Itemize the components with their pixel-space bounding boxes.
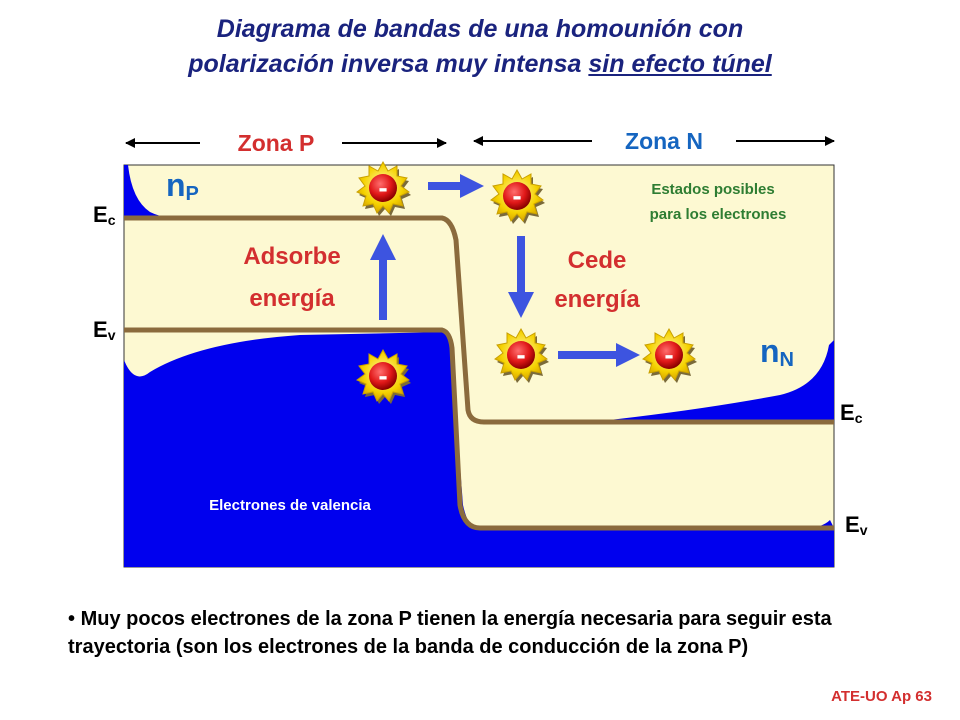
nn-label: nN [760,333,794,371]
band-diagram: Zona P Zona N nP nN Ec Ev Ec Ev Estados … [93,128,868,568]
np-label-main: n [166,167,186,203]
bullet-point: • Muy pocos electrones de la zona P tien… [68,605,898,661]
trajectory-arrow-down [508,236,534,318]
adsorbe-label-line-1: Adsorbe [243,243,340,270]
np-label-sub: P [186,183,199,205]
electron-sign: - [516,339,525,370]
ec-label-n-main: E [840,400,855,425]
nn-label-main: n [760,333,780,369]
ec-label-p-main: E [93,202,108,227]
ev-label-n-main: E [845,512,860,537]
electron-conduction-n-top: - [490,169,546,225]
electron-conduction-n-mid: - [494,328,550,384]
title-line-1: Diagrama de bandas de una homounión con [216,15,744,43]
title-line-2: polarización inversa muy intensa sin efe… [0,47,960,82]
nn-label-sub: N [780,349,794,371]
electron-sign: - [378,172,387,203]
cede-label-line-2: energía [554,286,640,313]
bullet-text: Muy pocos electrones de la zona P tienen… [68,608,832,658]
cede-label-line-1: Cede [568,247,627,274]
electron-valence: - [356,349,412,405]
electron-conduction-n-right: - [642,328,698,384]
ev-label-p-main: E [93,317,108,342]
ev-label-n: Ev [845,512,868,538]
ec-label-p-sub: c [108,212,116,228]
title-line-2-start: polarización inversa muy intensa [188,50,589,78]
np-label: nP [166,167,199,205]
zona-p-label: Zona P [238,130,315,156]
valence-band-edge [124,327,834,531]
trajectory-arrow-up [370,234,396,320]
ec-label-p: Ec [93,202,116,228]
bullet-dot: • [68,608,76,630]
conduction-band-edge [124,215,834,425]
ec-label-n: Ec [840,400,863,426]
estados-label-line-2: para los electrones [650,206,787,223]
title-underlined: sin efecto túnel [588,50,772,78]
ec-label-n-sub: c [855,410,863,426]
slide-footer: ATE-UO Ap 63 [831,688,932,705]
ev-label-n-sub: v [860,522,868,538]
ev-label-p-sub: v [108,327,116,343]
slide-title: Diagrama de bandas de una homounión con … [0,12,960,82]
zona-n-label: Zona N [625,128,703,154]
np-electron-distribution [124,165,170,218]
ev-label-p: Ev [93,317,116,343]
trajectory-arrow-right-top [428,174,484,198]
electron-conduction-p: - [356,161,412,217]
adsorbe-label-line-2: energía [249,285,335,312]
nn-electron-distribution [600,340,834,421]
valence-electrons-label: Electrones de valencia [209,497,371,514]
estados-label-line-1: Estados posibles [651,181,774,198]
valence-electrons-region [124,332,834,567]
electron-sign: - [378,360,387,391]
trajectory-arrow-right-bottom [558,343,640,367]
electron-sign: - [512,180,521,211]
electron-sign: - [664,339,673,370]
